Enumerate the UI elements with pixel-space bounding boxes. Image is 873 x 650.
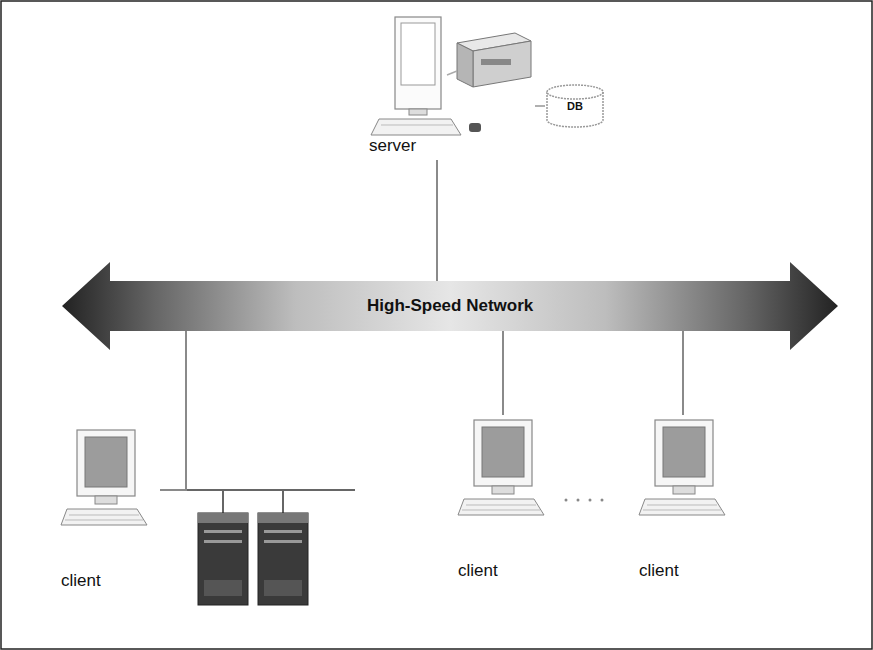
bus-line — [160, 489, 355, 491]
network-label: High-Speed Network — [367, 296, 533, 316]
network-band: High-Speed Network — [110, 281, 790, 331]
computer-label: client — [61, 571, 101, 591]
tower-computer — [198, 513, 248, 605]
network-link — [535, 105, 545, 107]
client-computer: client — [55, 425, 160, 595]
computer-label: client — [639, 561, 679, 581]
client-computer: client — [633, 415, 733, 585]
database-label: DB — [567, 100, 583, 112]
client-computer-outline — [452, 415, 552, 585]
database-cylinder: DB — [545, 84, 605, 128]
client-computer-outline — [633, 415, 733, 585]
computer-label: client — [458, 561, 498, 581]
computer-label: server — [369, 136, 416, 156]
network-link — [436, 160, 438, 281]
network-link — [502, 331, 504, 415]
network-link — [682, 331, 684, 415]
ellipsis-dots — [565, 499, 604, 502]
network-link — [160, 331, 186, 490]
server-computer: server — [365, 15, 535, 160]
client-computer: client — [452, 415, 552, 585]
client-computer-outline — [55, 425, 160, 595]
tower-computer — [258, 513, 308, 605]
